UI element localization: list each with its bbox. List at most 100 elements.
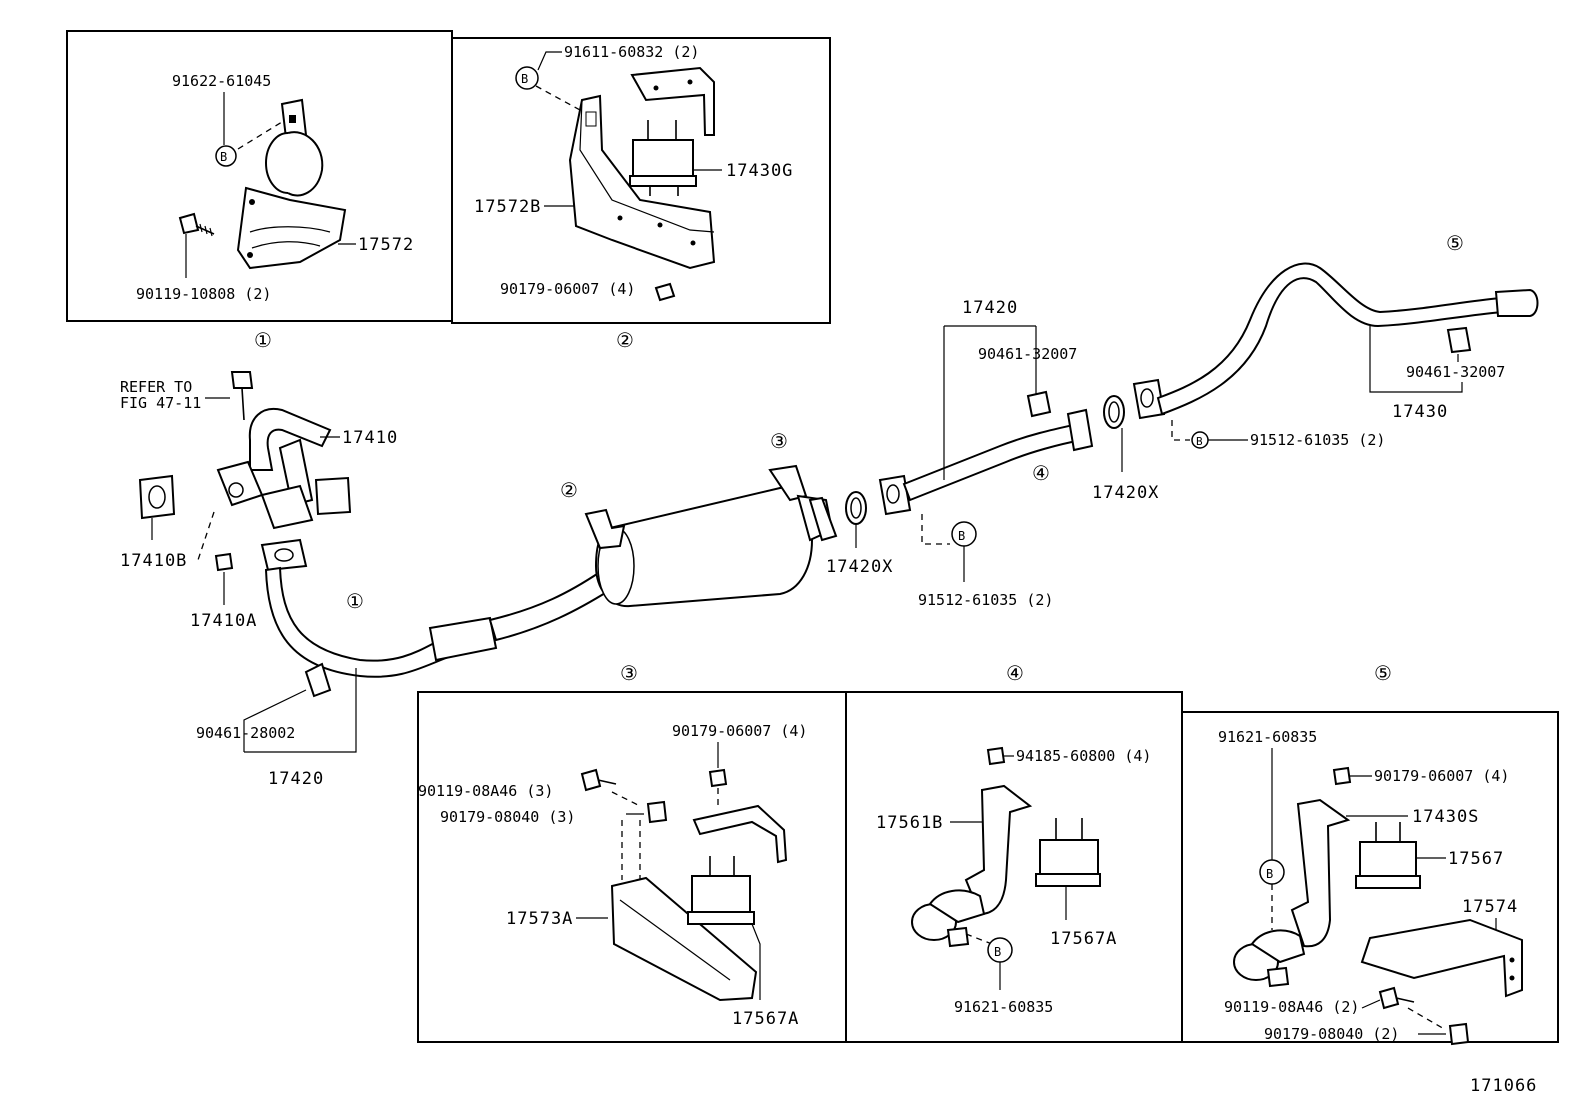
nut-icon xyxy=(1448,1022,1470,1046)
marker-b: B xyxy=(521,72,528,86)
part-label-90119-08A46-d5: 90119-08A46 (2) xyxy=(1224,998,1359,1016)
marker-b: B xyxy=(958,529,965,543)
dashed-leader xyxy=(921,514,950,545)
part-label-91512-61035-1: 91512-61035 (2) xyxy=(918,591,1053,609)
center-pipe-icon xyxy=(878,408,1094,516)
callout-number-5: ⑤ xyxy=(1374,661,1392,685)
marker-b-circle xyxy=(215,145,237,167)
part-label-17410: 17410 xyxy=(342,428,398,448)
part-label-17430: 17430 xyxy=(1392,402,1448,422)
dashed-leader xyxy=(535,85,581,111)
bolt-icon xyxy=(1378,986,1415,1010)
part-label-90179-06007-d3: 90179-06007 (4) xyxy=(672,722,807,740)
leader-line xyxy=(751,923,761,1000)
detail-box-3: ③ 90179-06007 (4) 90119-08A46 (3) 90179-… xyxy=(417,661,847,1043)
main-assembly: REFER TO FIG 47-11 17410 17410B xyxy=(120,231,1539,789)
part-label-17420-front: 17420 xyxy=(268,769,324,789)
mount-icon xyxy=(1035,818,1101,887)
part-label-91611-60832: 91611-60832 (2) xyxy=(564,43,699,61)
nut-icon xyxy=(646,800,668,824)
part-label-17567: 17567 xyxy=(1448,849,1504,869)
part-label-17430G: 17430G xyxy=(726,161,793,181)
part-label-17410A: 17410A xyxy=(190,611,257,631)
part-label-90179-08040-d3: 90179-08040 (3) xyxy=(440,808,575,826)
plate-icon xyxy=(692,804,788,864)
diagram-id: 171066 xyxy=(1470,1076,1537,1096)
part-label-91622-61045: 91622-61045 xyxy=(172,72,271,90)
ring-icon xyxy=(1103,395,1125,429)
plate-icon xyxy=(630,66,715,136)
part-label-17574: 17574 xyxy=(1462,897,1518,917)
nut-icon xyxy=(708,768,728,788)
nut-icon xyxy=(986,746,1006,766)
refer-text-line2: FIG 47-11 xyxy=(120,394,201,412)
dashed-leader xyxy=(611,791,641,880)
clamp-icon xyxy=(265,98,324,197)
part-label-90461-32007-center: 90461-32007 xyxy=(978,345,1077,363)
detail-box-4-frame xyxy=(845,691,1183,1043)
dashed-leader xyxy=(197,511,215,561)
plate-icon xyxy=(1360,918,1523,998)
part-label-90119-10808: 90119-10808 (2) xyxy=(136,285,271,303)
detail-box-3-frame xyxy=(417,691,847,1043)
part-label-90179-08040-d5: 90179-08040 (2) xyxy=(1264,1025,1399,1043)
mount-icon xyxy=(687,856,755,925)
bolt-icon xyxy=(580,768,617,792)
part-label-90461-28002: 90461-28002 xyxy=(196,724,295,742)
part-label-90119-08A46-d3: 90119-08A46 (3) xyxy=(418,782,553,800)
bracket-line xyxy=(244,668,357,753)
callout-5: ⑤ xyxy=(1446,231,1464,255)
callout-number-3: ③ xyxy=(620,661,638,685)
part-label-17573A: 17573A xyxy=(506,909,573,929)
part-label-17420X-1: 17420X xyxy=(826,557,893,577)
part-label-17561B: 17561B xyxy=(876,813,943,833)
dashed-leader xyxy=(1407,1007,1447,1031)
detail-box-1: 91622-61045 B 17572 90119-10808 (2 xyxy=(66,30,453,352)
muffler-icon xyxy=(584,464,838,608)
marker-b-circle xyxy=(515,66,539,90)
bracket-icon xyxy=(610,876,758,1002)
marker-b: B xyxy=(220,150,227,164)
bracket-icon xyxy=(1290,798,1351,948)
nut-icon xyxy=(654,282,676,302)
callout-2: ② xyxy=(560,478,578,502)
marker-b: B xyxy=(994,945,1001,959)
mount-icon xyxy=(629,120,697,196)
callout-number-2: ② xyxy=(616,328,634,352)
detail-box-2: B 91611-60832 (2) 17572B 17430G 901 xyxy=(451,37,831,352)
gasket-icon xyxy=(138,474,176,520)
stud-bolt-icon xyxy=(230,371,254,421)
bolt-icon xyxy=(178,212,215,237)
marker-b: B xyxy=(1266,867,1273,881)
callout-3: ③ xyxy=(770,429,788,453)
part-label-90461-32007-tail: 90461-32007 xyxy=(1406,363,1505,381)
tail-pipe-icon xyxy=(1132,262,1539,420)
bracket-icon xyxy=(568,94,716,270)
clamp-icon xyxy=(304,662,332,698)
part-label-17572: 17572 xyxy=(358,235,414,255)
part-label-90179-06007-d5: 90179-06007 (4) xyxy=(1374,767,1509,785)
part-label-91621-60835-d5: 91621-60835 xyxy=(1218,728,1317,746)
part-label-17567A-d4: 17567A xyxy=(1050,929,1117,949)
dashed-leader xyxy=(237,121,283,150)
part-label-17567A-d3: 17567A xyxy=(732,1009,799,1029)
clamp-icon xyxy=(1026,390,1052,418)
hanger-icon xyxy=(236,186,347,270)
part-label-91621-60835-d4: 91621-60835 xyxy=(954,998,1053,1016)
clamp-icon xyxy=(1446,326,1472,354)
part-label-17572B: 17572B xyxy=(474,197,541,217)
callout-number-4: ④ xyxy=(1006,661,1024,685)
detail-box-2-frame xyxy=(451,37,831,324)
leader-line xyxy=(1361,999,1381,1009)
marker-b: B xyxy=(1196,435,1203,448)
clamp-icon xyxy=(911,889,986,948)
part-label-17410B: 17410B xyxy=(120,551,187,571)
callout-4: ④ xyxy=(1032,461,1050,485)
refer-text-line1: REFER TO xyxy=(120,378,192,396)
leader-line xyxy=(243,689,307,752)
bracket-line xyxy=(943,325,1037,480)
part-label-94185-60800: 94185-60800 (4) xyxy=(1016,747,1151,765)
part-label-90179-06007: 90179-06007 (4) xyxy=(500,280,635,298)
